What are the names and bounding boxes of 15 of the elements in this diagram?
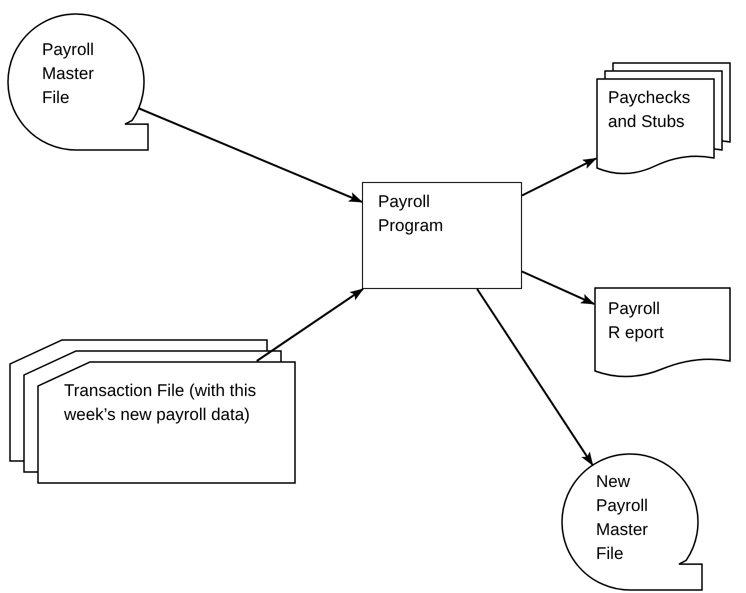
arrow bbox=[138, 107, 363, 203]
magnetic-tape-symbol bbox=[562, 454, 704, 590]
node-label: New Payroll Master File bbox=[596, 471, 649, 565]
magnetic-tape-symbol bbox=[8, 14, 150, 150]
node-label: Transaction File (with this week’s new payroll data) bbox=[64, 380, 258, 426]
node-label: Payroll Master File bbox=[42, 39, 95, 109]
node-label: Paychecks and Stubs bbox=[608, 87, 692, 133]
punched-card-stack bbox=[9, 339, 295, 484]
arrow bbox=[522, 270, 595, 305]
node-label: Payroll R eport bbox=[608, 298, 665, 344]
node-label: Payroll Program bbox=[378, 191, 444, 237]
arrow bbox=[522, 158, 597, 196]
process-box bbox=[362, 182, 522, 289]
arrow bbox=[256, 288, 364, 362]
arrow bbox=[476, 288, 594, 466]
